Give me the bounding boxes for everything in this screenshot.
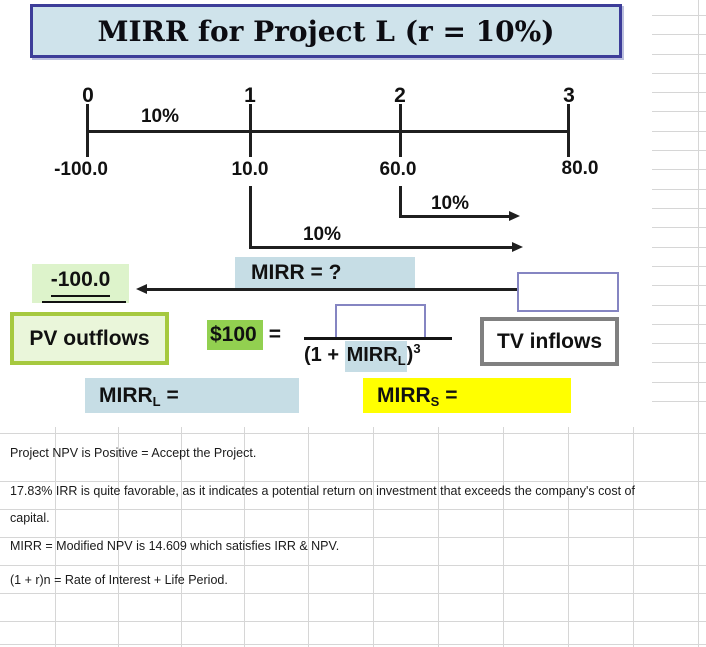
mirr-l-subscript: L bbox=[152, 394, 161, 409]
mirr-l-label: MIRR bbox=[99, 384, 153, 407]
note-line: Project NPV is Positive = Accept the Pro… bbox=[10, 446, 257, 460]
pv-outflows-box: PV outflows bbox=[10, 312, 169, 365]
gridline bbox=[652, 189, 706, 190]
timeline-tick-0 bbox=[86, 104, 89, 157]
gridline bbox=[652, 73, 706, 74]
compound-arrow-year1-line bbox=[249, 246, 515, 249]
gridline bbox=[652, 34, 706, 35]
gridline bbox=[652, 227, 706, 228]
compound-arrow-year2-stem bbox=[399, 186, 402, 217]
gridline bbox=[652, 169, 706, 170]
denominator: (1 + MIRRL)3 bbox=[304, 341, 421, 372]
gridline bbox=[652, 92, 706, 93]
gridline bbox=[652, 150, 706, 151]
denominator-prefix: (1 + bbox=[304, 344, 345, 366]
gridline bbox=[0, 644, 706, 645]
cash-flow-0: -100.0 bbox=[54, 159, 108, 180]
mirr-s-box: MIRRS = bbox=[363, 378, 571, 413]
gridline bbox=[652, 362, 706, 363]
gridline bbox=[0, 621, 706, 622]
cash-flow-1: 10.0 bbox=[231, 159, 269, 180]
timeline-tick-1 bbox=[249, 104, 252, 157]
cash-flow-3: 80.0 bbox=[561, 158, 599, 179]
tv-inflows-box: TV inflows bbox=[480, 317, 619, 366]
gridline bbox=[652, 305, 706, 306]
tv-answer-box[interactable] bbox=[517, 272, 619, 312]
mirr-s-subscript: S bbox=[430, 394, 440, 409]
note-line: MIRR = Modified NPV is 14.609 which sati… bbox=[10, 539, 340, 553]
timeline-period-1: 1 bbox=[244, 84, 256, 107]
mirr-s-label: MIRR bbox=[377, 384, 431, 407]
gridline bbox=[652, 54, 706, 55]
timeline-period-3: 3 bbox=[563, 84, 575, 107]
gridline bbox=[652, 343, 706, 344]
denominator-close-paren: ) bbox=[406, 344, 414, 366]
compound-arrow-year2-head-icon bbox=[509, 211, 520, 221]
compound-arrow-year1-stem bbox=[249, 186, 252, 248]
gridline bbox=[0, 509, 706, 510]
timeline-axis bbox=[87, 130, 570, 133]
mirr-s-equals: = bbox=[445, 384, 458, 407]
gridline bbox=[652, 111, 706, 112]
equation-lhs-value: $100 bbox=[207, 320, 263, 350]
title-box: MIRR for Project L (r = 10%) bbox=[30, 4, 622, 58]
discount-arrow-line bbox=[146, 288, 517, 291]
discount-arrow-head-icon bbox=[136, 284, 147, 294]
discount-rate-label: 10% bbox=[140, 106, 180, 127]
timeline-tick-3 bbox=[567, 104, 570, 157]
tv-inflows-label: TV inflows bbox=[497, 329, 602, 353]
gridline bbox=[0, 565, 706, 566]
note-line: (1 + r)n = Rate of Interest + Life Perio… bbox=[10, 573, 228, 587]
pv-double-underline bbox=[42, 301, 126, 303]
timeline-period-0: 0 bbox=[82, 84, 94, 107]
timeline-period-2: 2 bbox=[394, 84, 406, 107]
pv-value-box: -100.0 bbox=[32, 264, 129, 303]
denominator-subscript: L bbox=[397, 353, 406, 368]
gridline bbox=[0, 537, 706, 538]
compound-rate-year2: 10% bbox=[430, 193, 470, 214]
denominator-mirr-highlight: MIRRL bbox=[344, 341, 407, 372]
mirr-l-equals: = bbox=[166, 384, 179, 407]
note-line: 17.83% IRR is quite favorable, as it ind… bbox=[10, 484, 635, 498]
compound-arrow-year2-line bbox=[399, 215, 512, 218]
cash-flow-2: 60.0 bbox=[379, 159, 417, 180]
gridline bbox=[698, 0, 699, 647]
denominator-exponent: 3 bbox=[413, 341, 421, 356]
equation-lhs: $100 = bbox=[207, 320, 281, 350]
compound-arrow-year1-head-icon bbox=[512, 242, 523, 252]
gridline bbox=[652, 324, 706, 325]
gridline bbox=[0, 593, 706, 594]
gridline bbox=[652, 208, 706, 209]
fraction-bar bbox=[304, 337, 452, 340]
gridline bbox=[0, 481, 706, 482]
gridline bbox=[0, 433, 706, 434]
compound-rate-year1: 10% bbox=[302, 224, 342, 245]
gridline bbox=[652, 266, 706, 267]
denominator-mirr: MIRR bbox=[346, 344, 398, 366]
mirr-question-box: MIRR = ? bbox=[235, 257, 415, 289]
gridline bbox=[652, 15, 706, 16]
numerator-answer-box[interactable] bbox=[335, 304, 426, 340]
pv-outflows-label: PV outflows bbox=[29, 326, 150, 350]
page-title: MIRR for Project L (r = 10%) bbox=[97, 14, 555, 48]
gridline bbox=[652, 382, 706, 383]
equation-equals-sign: = bbox=[268, 323, 281, 346]
gridline bbox=[652, 247, 706, 248]
mirr-l-box: MIRRL = bbox=[85, 378, 299, 413]
note-line: capital. bbox=[10, 511, 50, 525]
gridline bbox=[652, 131, 706, 132]
pv-value: -100.0 bbox=[50, 264, 111, 297]
gridline bbox=[652, 401, 706, 402]
gridline bbox=[652, 285, 706, 286]
timeline-tick-2 bbox=[399, 104, 402, 157]
